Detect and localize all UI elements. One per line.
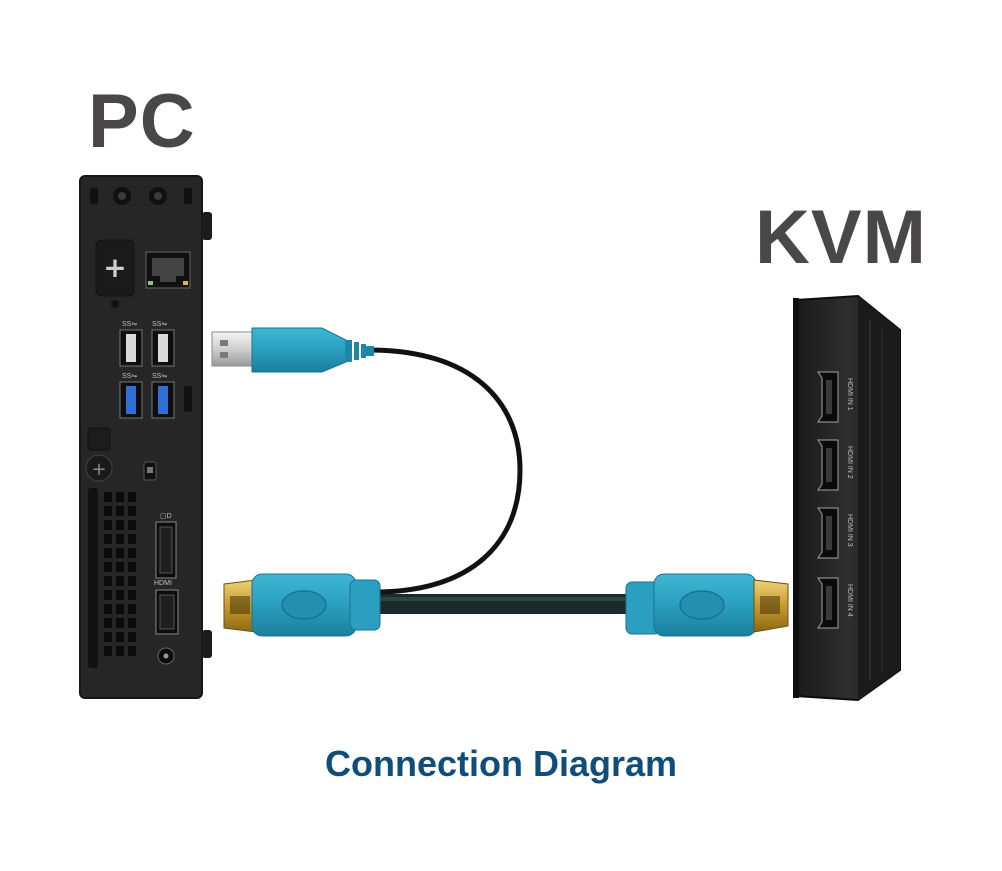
displayport-icon: ▢D xyxy=(155,513,177,579)
kvm-port-label: HDMI IN 1 xyxy=(846,378,853,411)
kvm-port-label: HDMI IN 4 xyxy=(846,584,853,617)
diagram-caption: Connection Diagram xyxy=(324,743,678,784)
pc-tower: + SS⇋ SS⇋ SS⇋ SS⇋ xyxy=(79,175,212,699)
plus-icon: + xyxy=(103,251,126,284)
kvm-hdmi-port[interactable] xyxy=(816,371,839,423)
svg-text:▢D: ▢D xyxy=(160,513,172,520)
hdmi-plug-icon xyxy=(625,573,789,637)
lock-slot-icon xyxy=(143,461,157,481)
pc-expansion-bay xyxy=(95,239,135,297)
svg-text:SS⇋: SS⇋ xyxy=(152,373,167,380)
ethernet-port-icon xyxy=(145,251,191,289)
usb-plug-icon xyxy=(211,327,374,373)
kvm-hdmi-port[interactable] xyxy=(816,507,839,559)
svg-text:SS⇋: SS⇋ xyxy=(122,373,137,380)
kvm-hdmi-ports: HDMI IN 1 HDMI IN 2 HDMI IN 3 HDMI IN 4 xyxy=(816,371,853,629)
svg-text:SS⇋: SS⇋ xyxy=(152,321,167,328)
kvm-hdmi-port[interactable] xyxy=(816,577,839,629)
svg-text:HDMI: HDMI xyxy=(154,580,172,587)
power-jack-icon xyxy=(157,647,175,665)
pc-top-screws xyxy=(90,187,192,205)
svg-text:+: + xyxy=(91,459,106,480)
svg-text:SS⇋: SS⇋ xyxy=(122,321,137,328)
kvm-port-label: HDMI IN 2 xyxy=(846,446,853,479)
hdmi-plug-icon xyxy=(223,573,381,637)
kvm-hdmi-port[interactable] xyxy=(816,439,839,491)
kvm-title: KVM xyxy=(755,195,927,280)
usb-hdmi-cable xyxy=(367,347,630,614)
usb-cable xyxy=(367,347,523,595)
hdmi-port-icon: HDMI xyxy=(154,580,179,635)
pc-title: PC xyxy=(88,79,196,164)
usb-port-icon: SS⇋ SS⇋ xyxy=(119,321,175,367)
kvm-switch xyxy=(793,294,901,702)
usb3-port-icon: SS⇋ SS⇋ xyxy=(119,373,175,419)
kvm-port-label: HDMI IN 3 xyxy=(846,514,853,547)
pc-vent-grid xyxy=(104,492,136,656)
